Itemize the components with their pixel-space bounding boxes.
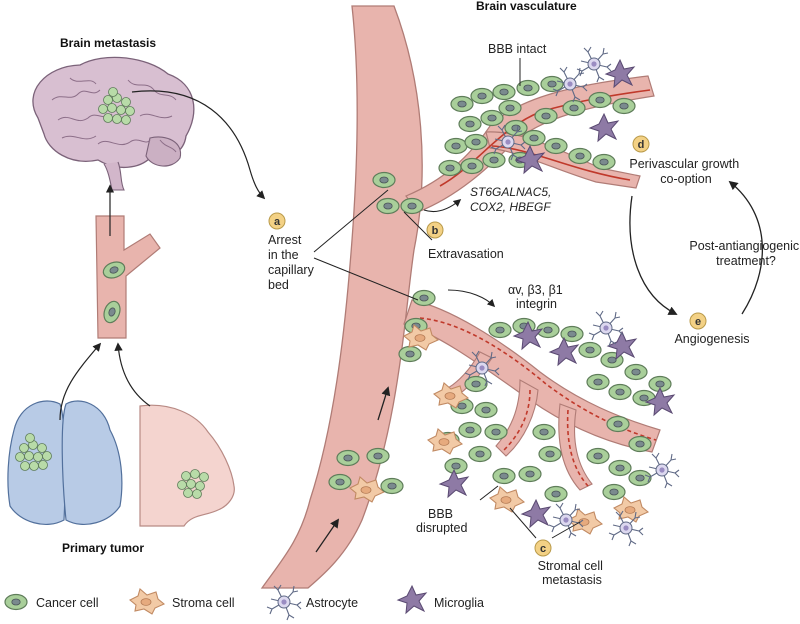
brain-metastasis-title: Brain metastasis bbox=[60, 36, 156, 50]
step-d-label: Perivascular growth co-option bbox=[629, 157, 742, 186]
step-d-badge: d bbox=[632, 135, 650, 153]
lungs-illustration bbox=[7, 400, 123, 525]
svg-text:c: c bbox=[540, 543, 546, 555]
step-c-badge: c bbox=[534, 539, 552, 557]
step-e-badge: e bbox=[689, 312, 707, 330]
legend-stroma-cell: Stroma cell bbox=[129, 588, 235, 615]
step-a-badge: a bbox=[268, 212, 286, 230]
genes-label: ST6GALNAC5, COX2, HBEGF bbox=[470, 185, 555, 214]
angiogenesis-to-cooption-arrow bbox=[728, 180, 764, 315]
integrin-arrow bbox=[447, 289, 496, 308]
svg-text:d: d bbox=[638, 139, 645, 151]
step-e-label: Angiogenesis bbox=[674, 332, 749, 346]
left-vessel bbox=[95, 215, 161, 339]
step-a-label: Arrest in the capillary bed bbox=[268, 233, 317, 292]
stromal-pointer-2 bbox=[551, 521, 581, 539]
svg-text:Stroma cell: Stroma cell bbox=[172, 596, 235, 610]
svg-text:Astrocyte: Astrocyte bbox=[306, 596, 358, 610]
brain-illustration bbox=[32, 56, 195, 191]
bbb-disrupted-label: BBB disrupted bbox=[416, 507, 467, 535]
legend-microglia: Microglia bbox=[397, 585, 484, 614]
bbb-intact-label: BBB intact bbox=[488, 42, 547, 56]
vessel-entry-arrow bbox=[315, 518, 340, 553]
cooption-to-angiogenesis-arrow bbox=[629, 195, 678, 315]
genes-arrow bbox=[423, 199, 462, 213]
brain-to-arrest-arrow bbox=[131, 90, 266, 200]
step-c-label: Stromal cell metastasis bbox=[538, 559, 607, 587]
primary-tumor-title: Primary tumor bbox=[62, 541, 144, 555]
svg-text:Cancer cell: Cancer cell bbox=[36, 596, 99, 610]
step-b-label: Extravasation bbox=[428, 247, 504, 261]
svg-text:a: a bbox=[274, 216, 281, 228]
svg-text:e: e bbox=[695, 316, 701, 328]
post-antiangiogenic-label: Post-antiangiogenic treatment? bbox=[689, 239, 800, 268]
vessel-flow-arrow bbox=[377, 386, 391, 421]
brain-vasculature-title: Brain vasculature bbox=[476, 0, 577, 13]
svg-text:b: b bbox=[432, 225, 439, 237]
legend-cancer-cell: Cancer cell bbox=[4, 593, 99, 611]
svg-text:Microglia: Microglia bbox=[434, 596, 484, 610]
extravasation-pointer bbox=[403, 211, 433, 241]
breast-illustration bbox=[139, 404, 235, 527]
arrest-pointer-1 bbox=[313, 189, 389, 253]
integrin-label: αv, β3, β1 integrin bbox=[508, 283, 566, 311]
stromal-pointer-1 bbox=[509, 507, 537, 539]
arrest-pointer-2 bbox=[313, 257, 419, 301]
lung-to-vessel-arrow bbox=[59, 342, 102, 421]
bbb-disrupted-pointer bbox=[479, 485, 499, 501]
breast-to-vessel-arrow bbox=[114, 342, 151, 407]
step-b-badge: b bbox=[426, 221, 444, 239]
legend: Cancer cell Stroma cell Astrocyte Microg… bbox=[4, 584, 484, 621]
legend-astrocyte: Astrocyte bbox=[266, 584, 358, 621]
bbb-disrupted-line-2 bbox=[503, 389, 589, 487]
